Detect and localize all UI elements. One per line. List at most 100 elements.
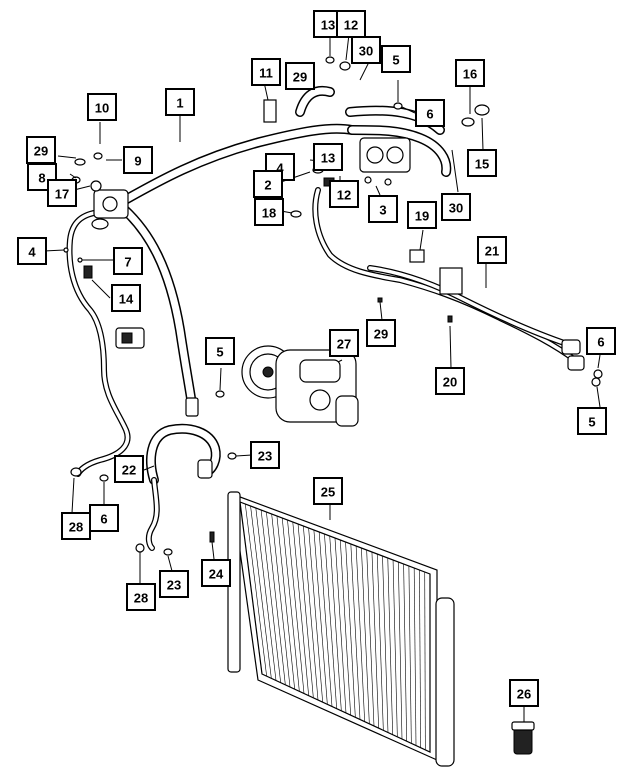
- callout-20: 20: [435, 367, 465, 395]
- callout-number: 28: [69, 520, 83, 535]
- condenser-25: [227, 491, 455, 767]
- callout-number: 10: [95, 101, 109, 116]
- seals-and-fasteners: [63, 56, 603, 556]
- callout-28: 28: [126, 583, 156, 611]
- callout-number: 5: [216, 345, 223, 360]
- callout-number: 29: [293, 70, 307, 85]
- callout-number: 14: [119, 292, 134, 307]
- callout-12: 12: [336, 10, 366, 38]
- bracket-19: [409, 249, 425, 263]
- callout-number: 16: [463, 67, 477, 82]
- callout-number: 30: [359, 44, 373, 59]
- callout-number: 23: [167, 578, 181, 593]
- block-fitting-9: [91, 189, 129, 230]
- callout-number: 27: [337, 337, 351, 352]
- callout-5: 5: [577, 407, 607, 435]
- pressure-switch-14: [83, 265, 93, 279]
- expansion-valve-2: [359, 137, 411, 173]
- drier-plug-26: [511, 721, 535, 755]
- callout-number: 2: [264, 178, 271, 193]
- callout-28: 28: [61, 512, 91, 540]
- bracket-11: [263, 99, 277, 123]
- callout-number: 23: [258, 449, 272, 464]
- callout-number: 7: [124, 255, 131, 270]
- callout-number: 3: [379, 203, 386, 218]
- callout-number: 28: [134, 591, 148, 606]
- liquid-line-4: [66, 209, 131, 477]
- callout-4: 4: [17, 237, 47, 265]
- fitting-end-5: [561, 339, 585, 371]
- bracket-21: [439, 267, 463, 295]
- callout-6: 6: [586, 327, 616, 355]
- callout-22: 22: [114, 455, 144, 483]
- callout-number: 5: [588, 415, 595, 430]
- callout-29: 29: [285, 62, 315, 90]
- suction-line-21: [312, 187, 578, 363]
- callout-number: 19: [415, 209, 429, 224]
- callout-14: 14: [111, 284, 141, 312]
- callout-24: 24: [201, 559, 231, 587]
- callout-number: 30: [449, 201, 463, 216]
- callout-number: 6: [597, 335, 604, 350]
- sensor-connector: [115, 327, 145, 349]
- callout-11: 11: [251, 58, 281, 86]
- callout-18: 18: [254, 198, 284, 226]
- callout-3: 3: [368, 195, 398, 223]
- callout-number: 5: [392, 53, 399, 68]
- discharge-line-22: [145, 423, 221, 551]
- callout-number: 13: [321, 151, 335, 166]
- callout-1: 1: [165, 88, 195, 116]
- callout-number: 6: [426, 107, 433, 122]
- callout-9: 9: [123, 146, 153, 174]
- callout-number: 6: [100, 512, 107, 527]
- callout-number: 9: [134, 154, 141, 169]
- callout-25: 25: [313, 477, 343, 505]
- callout-5: 5: [381, 45, 411, 73]
- callout-30: 30: [441, 193, 471, 221]
- callout-number: 29: [34, 144, 48, 159]
- callout-number: 29: [374, 327, 388, 342]
- callout-26: 26: [509, 679, 539, 707]
- callout-number: 18: [262, 206, 276, 221]
- callout-19: 19: [407, 201, 437, 229]
- callout-29: 29: [366, 319, 396, 347]
- callout-number: 8: [38, 171, 45, 186]
- callout-number: 4: [276, 161, 284, 176]
- callout-5: 5: [205, 337, 235, 365]
- callout-23: 23: [159, 570, 189, 598]
- compressor-27: [241, 345, 359, 427]
- fitting-discharge: [185, 397, 213, 479]
- callout-23: 23: [250, 441, 280, 469]
- callout-number: 17: [55, 187, 69, 202]
- callout-6: 6: [415, 99, 445, 127]
- callout-number: 20: [443, 375, 457, 390]
- callout-12: 12: [329, 180, 359, 208]
- hose-assembly-1: [113, 86, 452, 410]
- callout-29: 29: [26, 136, 56, 164]
- callout-number: 1: [176, 96, 183, 111]
- callout-30: 30: [351, 36, 381, 64]
- callout-13: 13: [313, 143, 343, 171]
- callout-number: 13: [321, 18, 335, 33]
- callout-7: 7: [113, 247, 143, 275]
- callout-10: 10: [87, 93, 117, 121]
- callout-number: 15: [475, 157, 489, 172]
- callout-number: 12: [344, 18, 358, 33]
- callout-number: 12: [337, 188, 351, 203]
- callout-number: 21: [485, 244, 499, 259]
- callout-2: 2: [253, 170, 283, 198]
- callout-number: 22: [122, 463, 136, 478]
- callout-21: 21: [477, 236, 507, 264]
- callout-15: 15: [467, 149, 497, 177]
- callout-16: 16: [455, 59, 485, 87]
- callout-6: 6: [89, 504, 119, 532]
- callout-number: 26: [517, 687, 531, 702]
- callout-number: 4: [28, 245, 36, 260]
- callout-number: 25: [321, 485, 335, 500]
- callout-number: 24: [209, 567, 224, 582]
- callout-17: 17: [47, 179, 77, 207]
- callout-number: 11: [259, 66, 273, 81]
- callout-27: 27: [329, 329, 359, 357]
